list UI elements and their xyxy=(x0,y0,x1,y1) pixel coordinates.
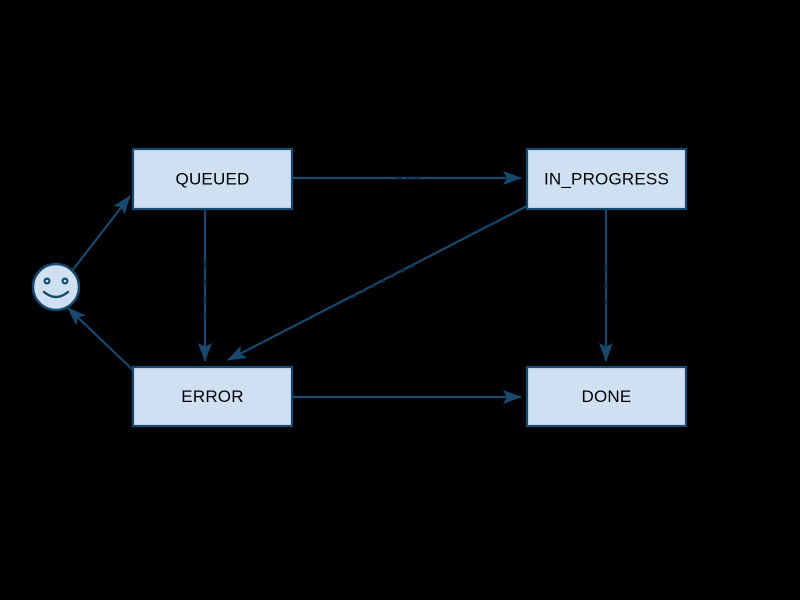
state-node-in-progress-label: IN_PROGRESS xyxy=(544,169,669,188)
state-node-queued-label: QUEUED xyxy=(176,169,250,188)
edge-in-progress-to-error xyxy=(227,205,528,361)
start-node[interactable] xyxy=(31,262,81,312)
edge-error-to-start-line xyxy=(67,307,138,375)
smiley-mouth-icon xyxy=(42,290,70,299)
smiley-right-eye-icon xyxy=(61,277,69,285)
edge-error-to-start xyxy=(67,307,138,375)
edge-layer xyxy=(67,170,614,405)
state-node-error[interactable]: ERROR xyxy=(131,365,294,428)
edge-start-to-queued-line xyxy=(71,195,131,272)
state-node-done-label: DONE xyxy=(582,387,632,406)
start-node-circle xyxy=(31,262,81,312)
state-node-in-progress-box xyxy=(525,147,688,211)
edge-start-to-queued xyxy=(71,195,131,272)
state-node-done[interactable]: DONE xyxy=(525,365,688,428)
state-node-in-progress[interactable]: IN_PROGRESS xyxy=(525,147,688,211)
state-node-done-box xyxy=(525,365,688,428)
edge-in-progress-to-error-label-overlap xyxy=(351,262,417,299)
state-node-queued-box xyxy=(131,147,294,211)
edge-in-progress-to-error-line xyxy=(227,205,528,361)
smiley-left-eye-icon xyxy=(43,277,51,285)
state-node-queued[interactable]: QUEUED xyxy=(131,147,294,211)
state-node-error-box xyxy=(131,365,294,428)
state-node-error-label: ERROR xyxy=(181,387,243,406)
